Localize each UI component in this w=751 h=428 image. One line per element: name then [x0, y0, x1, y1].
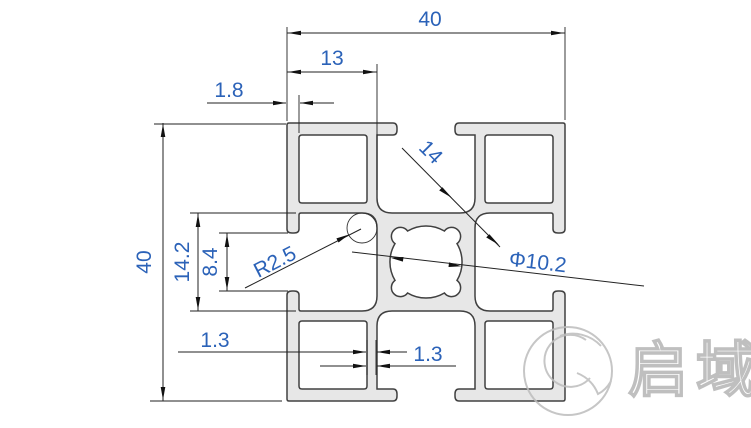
dim-label-overall-height: 40: [133, 250, 156, 273]
dim-label-center-diagonal: 14: [414, 136, 447, 169]
dim-label-slot-opening: 8.4: [199, 247, 222, 277]
dim-label-face-wall: 1.8: [214, 79, 243, 102]
dim-channel-width: 14.2: [171, 213, 201, 311]
watermark-brand-text: 启域: [628, 337, 751, 404]
dim-wall-2: 1.3: [320, 343, 456, 369]
dim-wall-1: 1.3: [178, 329, 407, 355]
dim-label-wall-2: 1.3: [413, 343, 442, 366]
dim-label-bore-diameter: Φ10.2: [508, 248, 568, 277]
dim-bore-diameter: Φ10.2: [351, 248, 645, 287]
fillet-construction-circle: [346, 212, 378, 244]
dim-label-slot-offset: 13: [320, 47, 343, 70]
dim-label-channel-width: 14.2: [171, 242, 194, 283]
profile-body: [286, 122, 566, 402]
dim-label-fillet-radius: R2.5: [250, 242, 300, 283]
extension-lines: [150, 27, 566, 402]
dim-label-overall-width: 40: [418, 8, 441, 31]
dim-label-wall-1: 1.3: [200, 329, 229, 352]
profile-cross-section: [286, 122, 566, 402]
dim-slot-offset: 13: [287, 47, 377, 75]
q-swirl-logo-icon: [523, 326, 613, 416]
watermark: 启域: [523, 326, 751, 416]
dim-slot-opening: 8.4: [199, 233, 230, 291]
dim-face-wall: 1.8: [207, 79, 334, 106]
dim-overall-width: 40: [287, 8, 565, 36]
dim-overall-height: 40: [133, 123, 166, 401]
dim-fillet-radius: R2.5: [244, 228, 362, 289]
